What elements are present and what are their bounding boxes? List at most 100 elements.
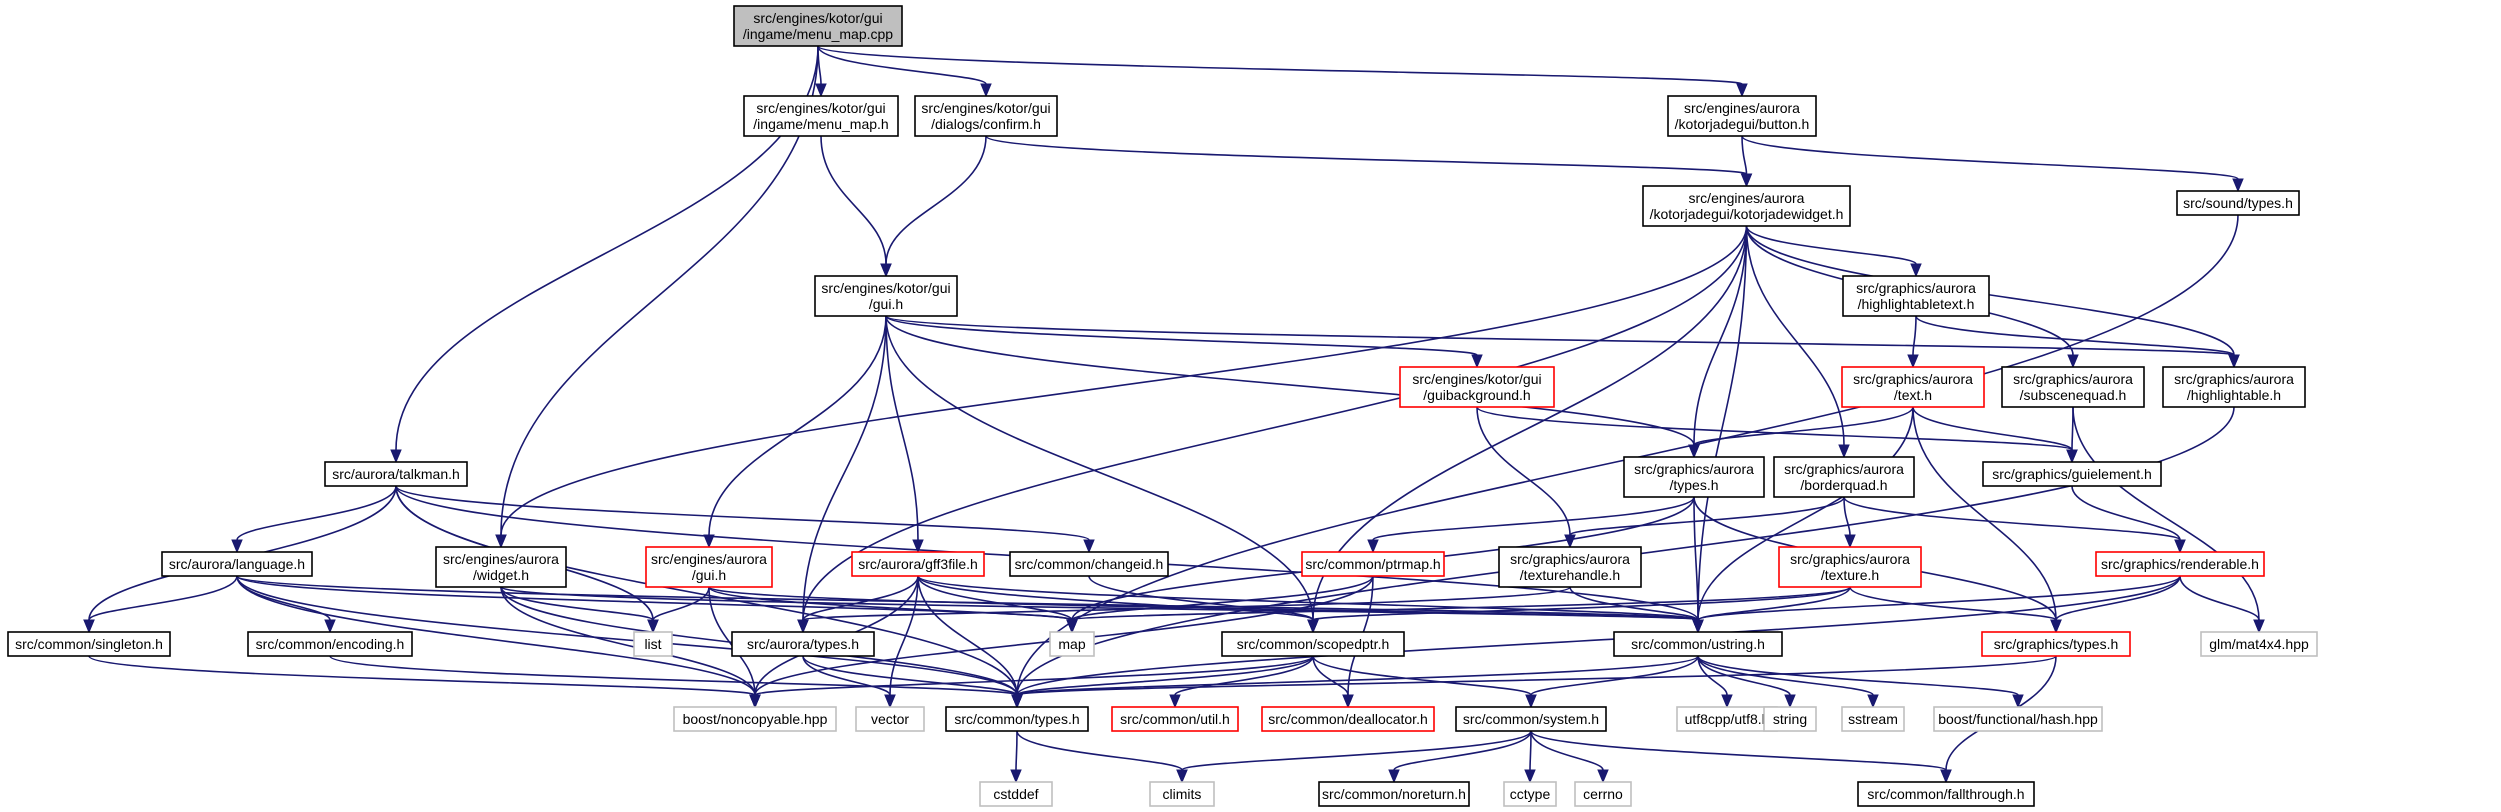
edge-line bbox=[1312, 586, 1851, 621]
node-label: sstream bbox=[1848, 711, 1898, 727]
node-guielement-h[interactable]: src/graphics/guielement.h bbox=[1982, 461, 2162, 487]
edge-kgui_h-to-gff3_h bbox=[885, 315, 924, 554]
node-gtypes-h[interactable]: src/graphics/types.h bbox=[1981, 631, 2131, 657]
node-renderable-h[interactable]: src/graphics/renderable.h bbox=[2095, 551, 2265, 577]
edge-arrowhead bbox=[703, 534, 715, 549]
edge-arrowhead bbox=[1838, 444, 1850, 459]
node-label: /subscenequad.h bbox=[2020, 387, 2127, 403]
node-box bbox=[855, 706, 925, 732]
edge-line bbox=[1016, 655, 1314, 696]
node-guibg-h[interactable]: src/engines/kotor/gui/guibackground.h bbox=[1399, 366, 1555, 408]
edge-confirm_h-to-kjw_h bbox=[985, 135, 1753, 188]
node-texture-h[interactable]: src/graphics/aurora/texture.h bbox=[1778, 546, 1922, 588]
node-box bbox=[7, 631, 171, 657]
node-root[interactable]: src/engines/kotor/gui/ingame/menu_map.cp… bbox=[733, 5, 903, 47]
edge-line bbox=[500, 586, 756, 696]
node-noreturn-h[interactable]: src/common/noreturn.h bbox=[1318, 781, 1470, 807]
node-kgui-h[interactable]: src/engines/kotor/gui/gui.h bbox=[814, 275, 958, 317]
node-changeid-h[interactable]: src/common/changeid.h bbox=[1009, 551, 1169, 577]
node-hltext-h[interactable]: src/graphics/aurora/highlightabletext.h bbox=[1842, 275, 1990, 317]
edge-line bbox=[985, 135, 1748, 175]
node-label: cstddef bbox=[993, 786, 1038, 802]
edge-subscene_h-to-guielement_h bbox=[2066, 406, 2078, 464]
node-text-h[interactable]: src/graphics/aurora/text.h bbox=[1841, 366, 1985, 408]
node-ctypes-h[interactable]: src/common/types.h bbox=[945, 706, 1089, 732]
edge-arrowhead bbox=[1688, 444, 1700, 459]
node-label: /highlightable.h bbox=[2187, 387, 2281, 403]
edge-line bbox=[1530, 655, 1699, 696]
node-sound-types[interactable]: src/sound/types.h bbox=[2176, 190, 2300, 216]
node-texhandle-h[interactable]: src/graphics/aurora/texturehandle.h bbox=[1498, 546, 1642, 588]
edge-renderable_h-to-mat4 bbox=[2179, 575, 2265, 634]
node-climits: climits bbox=[1149, 781, 1215, 807]
node-language-h[interactable]: src/aurora/language.h bbox=[161, 551, 313, 577]
edge-arrowhead bbox=[1940, 769, 1952, 784]
edge-line bbox=[1016, 575, 2181, 696]
node-box bbox=[945, 706, 1089, 732]
edge-kgui_h-to-guibg_h bbox=[885, 315, 1483, 369]
node-box bbox=[731, 631, 875, 657]
edge-arrowhead bbox=[1692, 619, 1704, 634]
node-talkman-h[interactable]: src/aurora/talkman.h bbox=[324, 461, 468, 487]
node-menu-map-h[interactable]: src/engines/kotor/gui/ingame/menu_map.h bbox=[743, 95, 899, 137]
node-box bbox=[2200, 631, 2318, 657]
node-util-h[interactable]: src/common/util.h bbox=[1111, 706, 1239, 732]
node-gff3-h[interactable]: src/aurora/gff3file.h bbox=[851, 551, 985, 577]
edge-line bbox=[802, 315, 887, 621]
edge-arrowhead bbox=[324, 619, 336, 634]
node-box bbox=[1318, 781, 1470, 807]
node-ustring-h[interactable]: src/common/ustring.h bbox=[1613, 631, 1783, 657]
node-atypes-h[interactable]: src/aurora/types.h bbox=[731, 631, 875, 657]
node-kjw-h[interactable]: src/engines/aurora/kotorjadegui/kotorjad… bbox=[1642, 185, 1851, 227]
node-gatypes-h[interactable]: src/graphics/aurora/types.h bbox=[1623, 456, 1765, 498]
node-border-h[interactable]: src/graphics/aurora/borderquad.h bbox=[1773, 456, 1915, 498]
node-label: map bbox=[1058, 636, 1085, 652]
edge-line bbox=[1912, 315, 1917, 356]
node-dealloc-h[interactable]: src/common/deallocator.h bbox=[1261, 706, 1435, 732]
node-box bbox=[1642, 185, 1851, 227]
edge-confirm_h-to-kgui_h bbox=[880, 135, 987, 278]
edge-line bbox=[1372, 496, 1695, 541]
node-fallthrough-h[interactable]: src/common/fallthrough.h bbox=[1857, 781, 2035, 807]
edge-line bbox=[1697, 406, 1914, 621]
edge-line bbox=[1016, 730, 1183, 771]
node-label: src/common/singleton.h bbox=[15, 636, 163, 652]
edge-arrowhead bbox=[1736, 83, 1748, 98]
edge-arrowhead bbox=[1867, 694, 1879, 709]
node-box bbox=[1857, 781, 2035, 807]
node-encoding-h[interactable]: src/common/encoding.h bbox=[247, 631, 413, 657]
edge-line bbox=[1741, 135, 1748, 175]
node-box bbox=[435, 546, 567, 588]
edges-layer bbox=[83, 45, 2265, 784]
node-subscene-h[interactable]: src/graphics/aurora/subscenequad.h bbox=[2001, 366, 2145, 408]
node-scopedptr-h[interactable]: src/common/scopedptr.h bbox=[1221, 631, 1405, 657]
edge-language_h-to-singleton_h bbox=[83, 575, 238, 634]
node-box bbox=[1842, 275, 1990, 317]
node-confirm-h[interactable]: src/engines/kotor/gui/dialogs/confirm.h bbox=[914, 95, 1058, 137]
node-label: src/aurora/gff3file.h bbox=[858, 556, 978, 572]
node-label: cctype bbox=[1510, 786, 1551, 802]
edge-system_h-to-cctype bbox=[1524, 730, 1536, 784]
node-label: /highlightabletext.h bbox=[1858, 296, 1975, 312]
edge-system_h-to-fallthrough_h bbox=[1530, 730, 1952, 784]
edge-line bbox=[1016, 655, 1699, 696]
edge-line bbox=[1016, 655, 2057, 696]
edge-singleton_h-to-noncopyable bbox=[88, 655, 761, 709]
edge-scopedptr_h-to-ctypes_h bbox=[1011, 655, 1314, 709]
edge-arrowhead bbox=[880, 263, 892, 278]
edge-line bbox=[917, 575, 1018, 696]
node-egui-h[interactable]: src/engines/aurora/gui.h bbox=[645, 546, 773, 588]
edge-line bbox=[1569, 496, 1845, 536]
node-singleton-h[interactable]: src/common/singleton.h bbox=[7, 631, 171, 657]
node-ptrmap-h[interactable]: src/common/ptrmap.h bbox=[1301, 551, 1445, 577]
edge-arrowhead bbox=[815, 83, 827, 98]
node-label: src/graphics/aurora bbox=[1510, 551, 1630, 567]
node-system-h[interactable]: src/common/system.h bbox=[1455, 706, 1607, 732]
edge-scopedptr_h-to-util_h bbox=[1169, 655, 1314, 709]
edge-arrowhead bbox=[980, 83, 992, 98]
node-widget-h[interactable]: src/engines/aurora/widget.h bbox=[435, 546, 567, 588]
node-cerrno: cerrno bbox=[1574, 781, 1632, 807]
node-hl-h[interactable]: src/graphics/aurora/highlightable.h bbox=[2162, 366, 2306, 408]
edge-line bbox=[2055, 575, 2181, 621]
node-button-h[interactable]: src/engines/aurora/kotorjadegui/button.h bbox=[1667, 95, 1817, 137]
